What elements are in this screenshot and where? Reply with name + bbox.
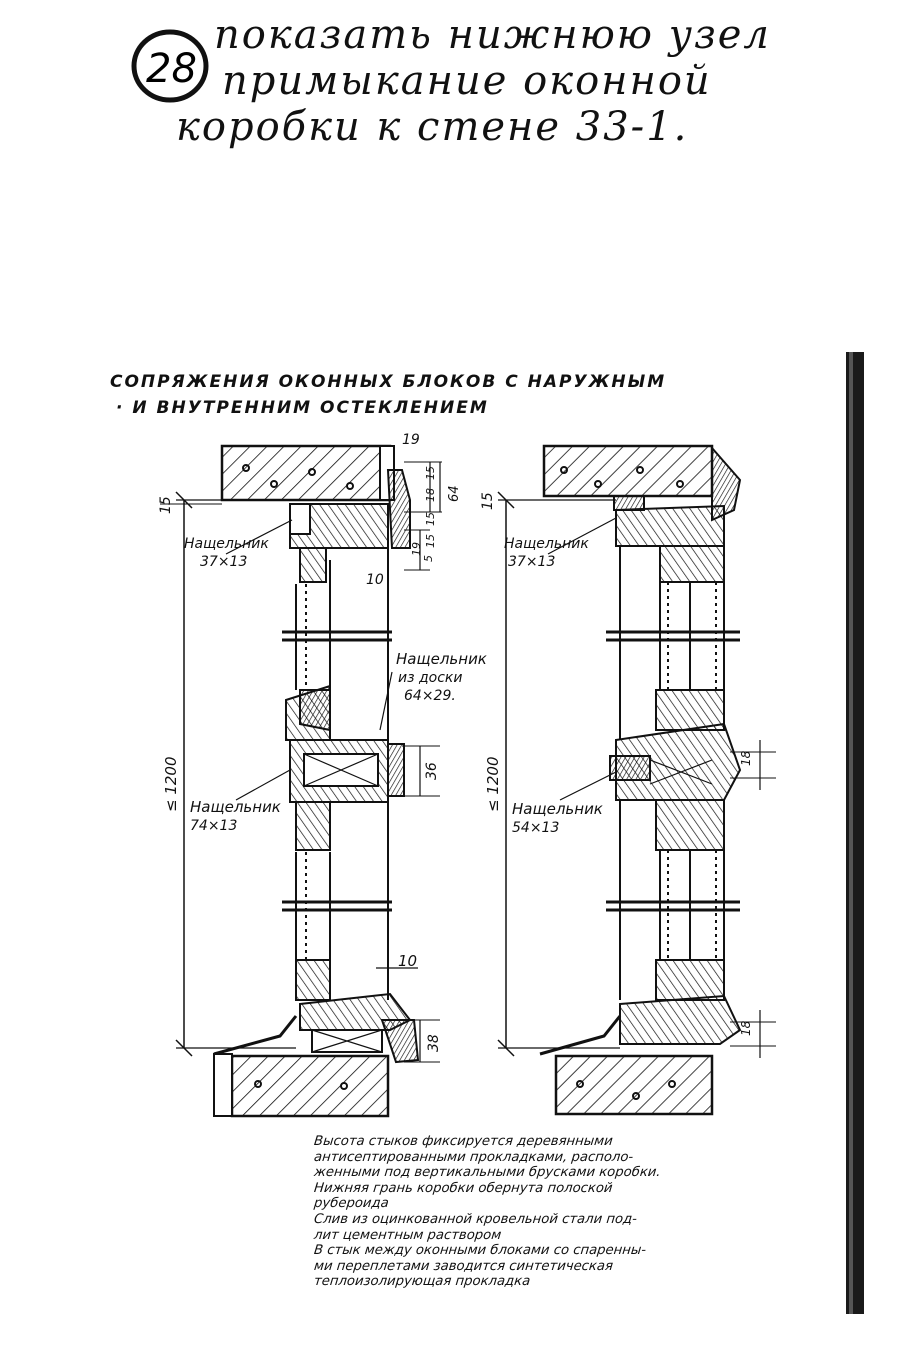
note-line: В стык между оконными блоками со спаренн… — [313, 1243, 647, 1259]
right-lintel — [542, 444, 714, 498]
svg-text:64: 64 — [447, 485, 462, 502]
right-upper-frame — [615, 504, 725, 547]
handwritten-line-1: показать нижнюю узел — [214, 12, 771, 58]
dim-15-left: 15 — [158, 496, 174, 514]
svg-text:15: 15 — [424, 466, 437, 480]
svg-text:36: 36 — [424, 762, 440, 780]
handwritten-line-2: примыкание оконной — [222, 58, 712, 104]
left-section-drawing — [160, 444, 442, 1118]
svg-text:64×29.: 64×29. — [404, 688, 456, 704]
handwritten-line-3: коробки к стене 33-1. — [176, 104, 689, 150]
svg-text:5: 5 — [422, 555, 435, 562]
svg-text:37×13: 37×13 — [508, 554, 555, 570]
svg-text:15: 15 — [480, 492, 496, 510]
svg-text:38: 38 — [426, 1034, 442, 1052]
right-height-dim: ≤ 1200 — [484, 756, 502, 812]
note-line: ми переплетами заводится синтетическая — [313, 1258, 614, 1274]
svg-text:из доски: из доски — [398, 670, 463, 686]
note-line: рубероида — [313, 1196, 390, 1212]
svg-text:74×13: 74×13 — [190, 818, 237, 834]
svg-text:10: 10 — [398, 952, 417, 970]
note-line: антисептированными прокладками, располо- — [313, 1149, 634, 1165]
left-lintel — [220, 444, 392, 502]
note-line: Слив из оцинкованной кровельной стали по… — [313, 1211, 638, 1227]
right-section-drawing — [497, 444, 776, 1116]
svg-text:15: 15 — [424, 534, 437, 548]
note-line: Нижняя грань коробки обернута полоской — [313, 1180, 614, 1196]
svg-text:Нащельник: Нащельник — [184, 536, 269, 552]
svg-text:Нащельник: Нащельник — [190, 798, 281, 816]
task-number-circle: 28 — [131, 29, 209, 103]
svg-text:Нащельник: Нащельник — [512, 800, 603, 818]
svg-text:15: 15 — [424, 512, 437, 526]
drawing-title-line-1: СОПРЯЖЕНИЯ ОКОННЫХ БЛОКОВ С НАРУЖНЫМ — [110, 372, 667, 392]
svg-text:37×13: 37×13 — [200, 554, 247, 570]
dim-19: 19 — [402, 432, 420, 448]
right-sill — [554, 1054, 714, 1116]
note-line: женными под вертикальными брусками короб… — [313, 1165, 662, 1181]
scan-edge-band — [846, 352, 864, 1314]
svg-text:18: 18 — [739, 1020, 753, 1036]
svg-text:18: 18 — [739, 750, 753, 766]
note-line: Высота стыков фиксируется деревянными — [313, 1134, 614, 1149]
svg-text:10: 10 — [366, 572, 384, 588]
svg-text:19: 19 — [410, 542, 423, 556]
svg-text:18: 18 — [424, 488, 437, 502]
svg-text:Нащельник: Нащельник — [504, 536, 589, 552]
note-line: лит цементным раствором — [313, 1227, 502, 1243]
left-height-dim: ≤ 1200 — [162, 756, 180, 812]
svg-text:54×13: 54×13 — [512, 820, 559, 836]
drawing-notes: Высота стыков фиксируется деревянными ан… — [313, 1134, 784, 1290]
note-line: теплоизолирующая прокладка — [313, 1274, 531, 1290]
svg-text:Нащельник: Нащельник — [396, 650, 487, 668]
drawing-title-line-2: · И ВНУТРЕННИМ ОСТЕКЛЕНИЕМ — [116, 398, 489, 418]
task-number: 28 — [146, 46, 197, 92]
